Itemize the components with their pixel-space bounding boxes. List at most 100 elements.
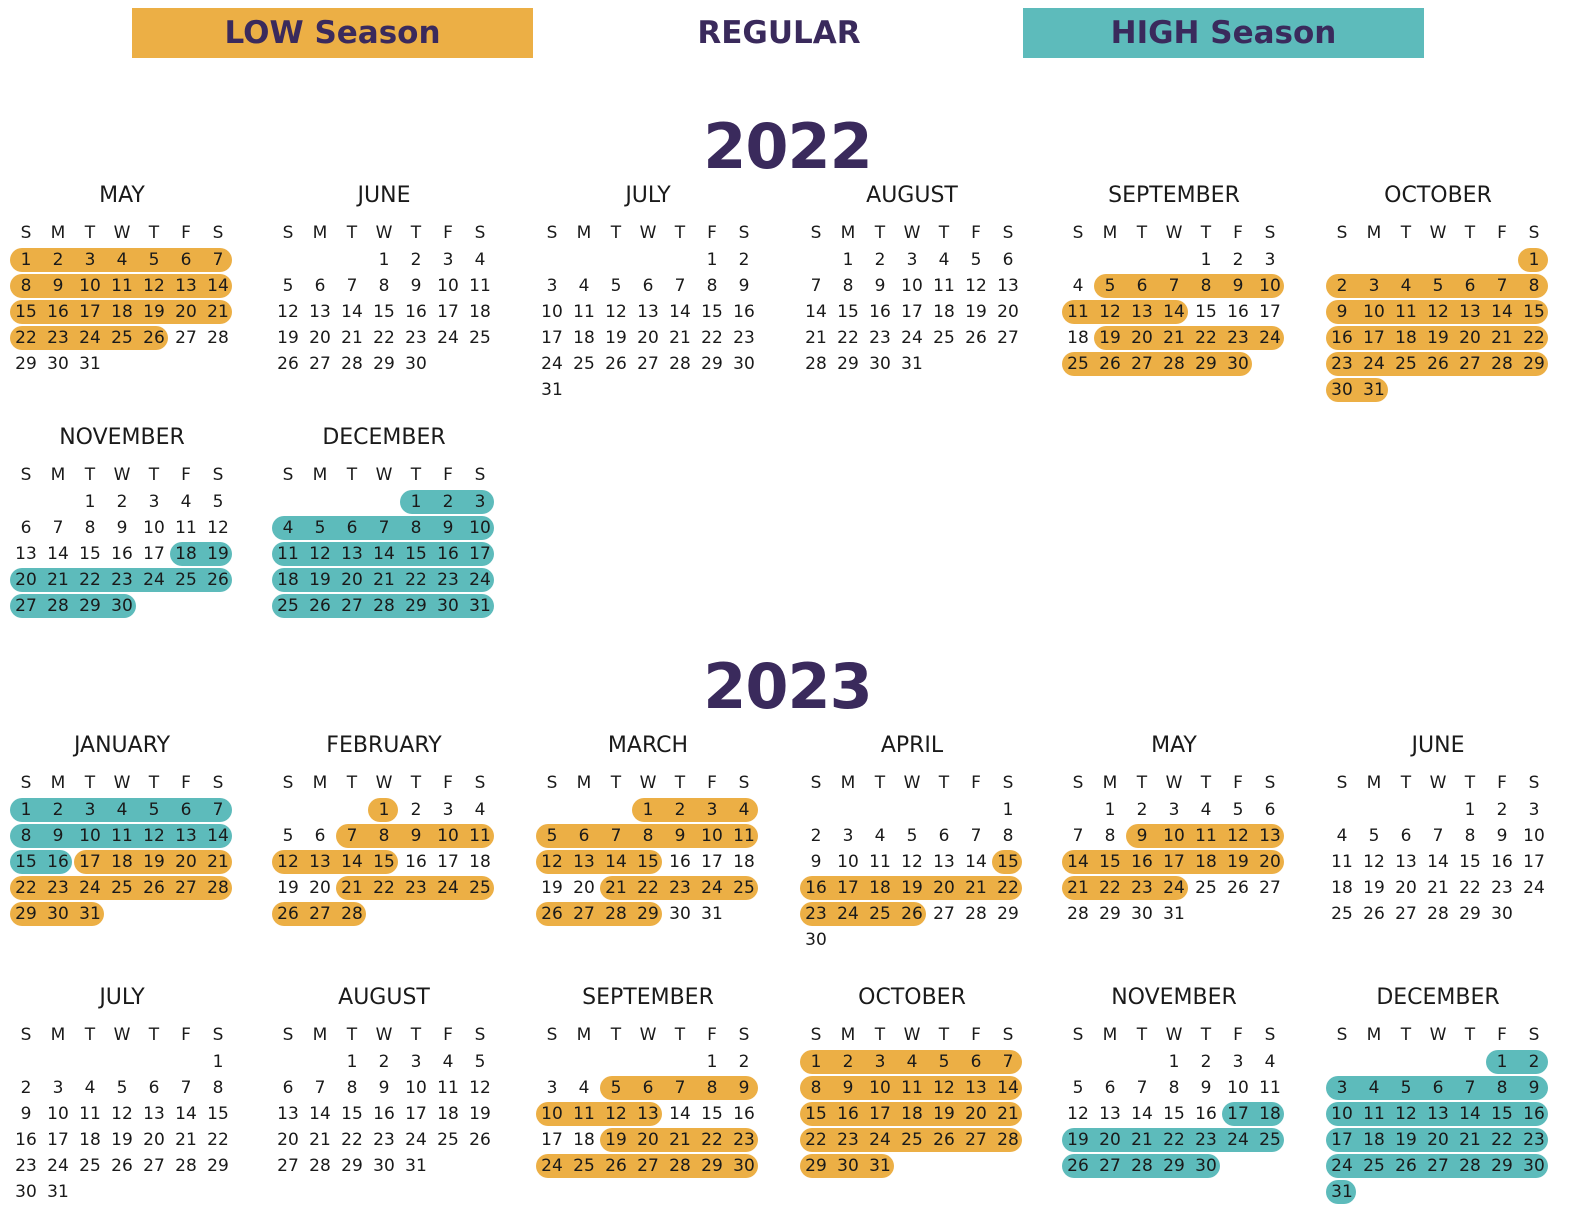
calendar-day: 20 bbox=[15, 570, 37, 590]
calendar-day: 5 bbox=[314, 518, 326, 538]
weekday-label: S bbox=[1002, 1025, 1014, 1045]
low-season-band bbox=[1062, 300, 1188, 324]
calendar-day: 26 bbox=[111, 1156, 133, 1176]
low-season-band bbox=[800, 1102, 1022, 1126]
calendar-day: 5 bbox=[148, 250, 160, 270]
low-season-band bbox=[800, 902, 926, 926]
calendar-day: 15 bbox=[1523, 302, 1545, 322]
calendar-day: 27 bbox=[573, 904, 595, 924]
weekday-label: T bbox=[84, 223, 96, 243]
calendar-day: 11 bbox=[111, 276, 133, 296]
calendar-day: 19 bbox=[933, 1104, 955, 1124]
weekday-label: T bbox=[410, 223, 422, 243]
calendar-day: 5 bbox=[1368, 826, 1380, 846]
calendar-day: 19 bbox=[111, 1130, 133, 1150]
calendar-day: 6 bbox=[642, 1078, 654, 1098]
month-title: DECEMBER bbox=[1376, 985, 1500, 1010]
calendar-day: 6 bbox=[1136, 276, 1148, 296]
calendar-day: 29 bbox=[1163, 1156, 1185, 1176]
calendar-day: 25 bbox=[175, 570, 197, 590]
calendar-day: 18 bbox=[277, 570, 299, 590]
calendar-day: 18 bbox=[1331, 878, 1353, 898]
calendar-day: 6 bbox=[578, 826, 590, 846]
calendar-day: 4 bbox=[282, 518, 294, 538]
calendar-day: 21 bbox=[805, 328, 827, 348]
weekday-label: S bbox=[1072, 223, 1084, 243]
calendar-day: 19 bbox=[143, 302, 165, 322]
calendar-day: 3 bbox=[906, 250, 918, 270]
weekday-label: M bbox=[576, 223, 592, 243]
calendar-day: 15 bbox=[805, 1104, 827, 1124]
calendar-day: 10 bbox=[1523, 826, 1545, 846]
calendar-day: 8 bbox=[1002, 826, 1014, 846]
calendar-day: 10 bbox=[541, 302, 563, 322]
calendar-day: 15 bbox=[701, 302, 723, 322]
calendar-day: 29 bbox=[805, 1156, 827, 1176]
calendar-day: 16 bbox=[405, 852, 427, 872]
calendar-day: 20 bbox=[1099, 1130, 1121, 1150]
calendar-day: 31 bbox=[405, 1156, 427, 1176]
high-season-band bbox=[10, 594, 136, 618]
calendar-day: 7 bbox=[810, 276, 822, 296]
calendar-day: 16 bbox=[405, 302, 427, 322]
month-title: SEPTEMBER bbox=[1108, 183, 1240, 208]
weekday-label: S bbox=[546, 223, 558, 243]
calendar-day: 24 bbox=[837, 904, 859, 924]
weekday-label: M bbox=[576, 1025, 592, 1045]
low-season-band bbox=[992, 850, 1022, 874]
calendar-day: 31 bbox=[901, 354, 923, 374]
calendar-day: 27 bbox=[997, 328, 1019, 348]
calendar-day: 6 bbox=[180, 250, 192, 270]
calendar-day: 23 bbox=[1523, 1130, 1545, 1150]
calendar-day: 22 bbox=[1163, 1130, 1185, 1150]
high-season-band bbox=[272, 594, 494, 618]
calendar-day: 12 bbox=[143, 276, 165, 296]
low-season-band bbox=[336, 876, 494, 900]
calendar-day: 10 bbox=[1227, 1078, 1249, 1098]
calendar-day: 1 bbox=[20, 250, 32, 270]
calendar-day: 7 bbox=[52, 518, 64, 538]
calendar-day: 18 bbox=[733, 852, 755, 872]
calendar-day: 17 bbox=[437, 302, 459, 322]
calendar-day: 12 bbox=[1427, 302, 1449, 322]
low-season-band bbox=[1094, 274, 1284, 298]
calendar-day: 5 bbox=[212, 492, 224, 512]
calendar-day: 6 bbox=[20, 518, 32, 538]
weekday-label: T bbox=[674, 223, 686, 243]
calendar-day: 26 bbox=[469, 1130, 491, 1150]
calendar-day: 24 bbox=[901, 328, 923, 348]
weekday-label: T bbox=[874, 1025, 886, 1045]
calendar-day: 31 bbox=[1363, 380, 1385, 400]
calendar-day: 27 bbox=[1099, 1156, 1121, 1176]
calendar-day: 5 bbox=[938, 1052, 950, 1072]
calendar-day: 4 bbox=[1200, 800, 1212, 820]
calendar-day: 3 bbox=[1168, 800, 1180, 820]
calendar-day: 2 bbox=[1200, 1052, 1212, 1072]
weekday-label: W bbox=[1429, 223, 1447, 243]
calendar-day: 14 bbox=[373, 544, 395, 564]
calendar-day: 3 bbox=[706, 800, 718, 820]
weekday-label: T bbox=[148, 773, 160, 793]
calendar-day: 29 bbox=[15, 354, 37, 374]
high-season-band bbox=[10, 798, 232, 822]
calendar-day: 17 bbox=[837, 878, 859, 898]
calendar-day: 18 bbox=[573, 328, 595, 348]
calendar-day: 28 bbox=[669, 1156, 691, 1176]
calendar-day: 31 bbox=[79, 904, 101, 924]
month-title: NOVEMBER bbox=[1111, 985, 1237, 1010]
calendar-day: 8 bbox=[20, 276, 32, 296]
calendar-day: 2 bbox=[410, 250, 422, 270]
calendar-day: 1 bbox=[1200, 250, 1212, 270]
calendar-day: 3 bbox=[442, 800, 454, 820]
calendar-day: 12 bbox=[605, 1104, 627, 1124]
calendar-day: 28 bbox=[175, 1156, 197, 1176]
calendar-day: 9 bbox=[442, 518, 454, 538]
calendar-day: 4 bbox=[1264, 1052, 1276, 1072]
calendar-day: 7 bbox=[1002, 1052, 1014, 1072]
calendar-day: 11 bbox=[901, 1078, 923, 1098]
calendar-day: 13 bbox=[143, 1104, 165, 1124]
weekday-label: M bbox=[50, 773, 66, 793]
calendar-day: 22 bbox=[373, 328, 395, 348]
calendar-day: 31 bbox=[1163, 904, 1185, 924]
calendar-day: 29 bbox=[1523, 354, 1545, 374]
